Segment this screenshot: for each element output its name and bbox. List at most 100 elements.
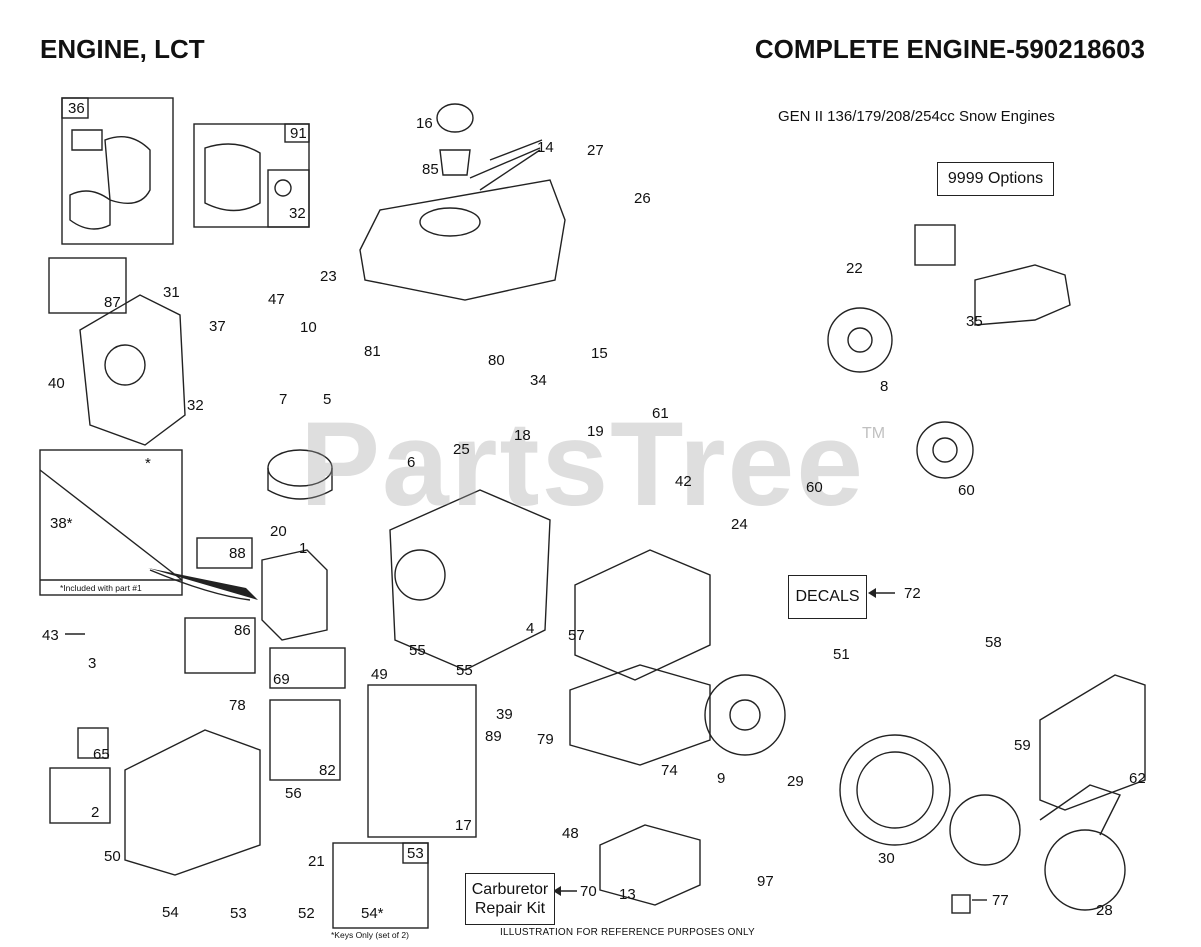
callout-53-box: 53 [407,845,424,862]
carb-kit-line1: Carburetor [471,880,549,898]
bolt-box-77 [951,894,971,914]
callout-85: 85 [422,161,439,178]
gasket-box-91-tag [284,123,310,143]
callout-77: 77 [992,892,1009,909]
bolt-box-69 [269,647,346,689]
callout-49: 49 [371,666,388,683]
included-note: *Included with part #1 [60,583,142,593]
included-arrow [149,569,251,601]
diagram-title-left: ENGINE, LCT [40,34,205,64]
callout-55b: 55 [456,662,473,679]
callout-89: 89 [485,728,502,745]
callout-51: 51 [833,646,850,663]
callout-10: 10 [300,319,317,336]
callout-15: 15 [591,345,608,362]
starter-switch-box [914,224,956,266]
seal-ring [274,179,292,197]
blower-housing-opening [856,751,934,829]
callout-60: 60 [806,479,823,496]
callout-70: 70 [580,883,597,900]
callout-17: 17 [455,817,472,834]
callout-24: 24 [731,516,748,533]
callout-54: 54 [162,904,179,921]
recoil-starter [1044,829,1126,911]
callout-40: 40 [48,375,65,392]
recoil-handle [1039,784,1121,836]
callout-28: 28 [1096,902,1113,919]
callout-25: 25 [453,441,470,458]
callout-91: 91 [290,125,307,142]
crankcase-cover [79,294,186,446]
callout-35: 35 [966,313,983,330]
piston-skirt [267,468,333,500]
callout-19: 19 [587,423,604,440]
callout-65: 65 [93,746,110,763]
callout-43: 43 [42,627,59,644]
fuel-tank [359,179,566,301]
callout-38: 38* [50,515,73,532]
callout-72: 72 [904,585,921,602]
piston [267,449,333,487]
stator-center [932,437,958,463]
included-arrowhead [148,568,258,600]
callout-54-star: 54* [361,905,384,922]
callout-86: 86 [234,622,251,639]
muffler [574,549,711,681]
callout-78: 78 [229,697,246,714]
callout-7: 7 [279,391,288,408]
callout-56: 56 [285,785,302,802]
callout-22: 22 [846,260,863,277]
footer-disclaimer: ILLUSTRATION FOR REFERENCE PURPOSES ONLY [500,927,755,938]
housing-gasket [949,794,1021,866]
baffle-plate [1039,674,1146,811]
gasket-kit-box [61,97,174,245]
callout-1: 1 [299,540,308,557]
callout-59: 59 [1014,737,1031,754]
gasket-box-82 [269,699,341,781]
muffler-guard [569,664,711,766]
gasket-kit-tag [61,97,89,119]
callout-52: 52 [298,905,315,922]
decals-arrowhead [868,588,876,598]
blower-housing [839,734,951,846]
callout-57: 57 [568,627,585,644]
callout-32b: 32 [187,397,204,414]
callout-16: 16 [416,115,433,132]
bolt-box-88 [196,537,253,569]
callout-82: 82 [319,762,336,779]
bracket-box-2 [49,767,111,824]
callout-53: 53 [230,905,247,922]
engine-subtitle: GEN II 136/179/208/254cc Snow Engines [778,108,1055,125]
callout-97: 97 [757,873,774,890]
key-switch-box [332,842,429,929]
callout-14: 14 [537,139,554,156]
callout-18: 18 [514,427,531,444]
callout-74: 74 [661,762,678,779]
callout-62: 62 [1129,770,1146,787]
valve-kit-divider [39,469,183,581]
callout-47: 47 [268,291,285,308]
stator [916,421,974,479]
bolt-box-87 [48,257,127,314]
callout-32: 32 [289,205,306,222]
starter-motor [974,264,1071,326]
valve-kit-box [39,449,183,596]
crankcase-gasket [204,143,261,212]
options-box: 9999 Options [937,162,1054,196]
callout-5: 5 [323,391,332,408]
callout-36: 36 [68,100,85,117]
callout-80: 80 [488,352,505,369]
callout-29: 29 [787,773,804,790]
callout-88: 88 [229,545,246,562]
carburetor-repair-kit-box: Carburetor Repair Kit [465,873,555,925]
crankcase-bearing-hole [104,344,146,386]
callout-61: 61 [652,405,669,422]
callout-9: 9 [717,770,726,787]
callout-3: 3 [88,655,97,672]
gas-cap [436,103,474,133]
callout-79: 79 [537,731,554,748]
callout-34: 34 [530,372,547,389]
valve-kit-star: * [145,455,151,472]
diagram-title-right: COMPLETE ENGINE-590218603 [754,34,1145,64]
